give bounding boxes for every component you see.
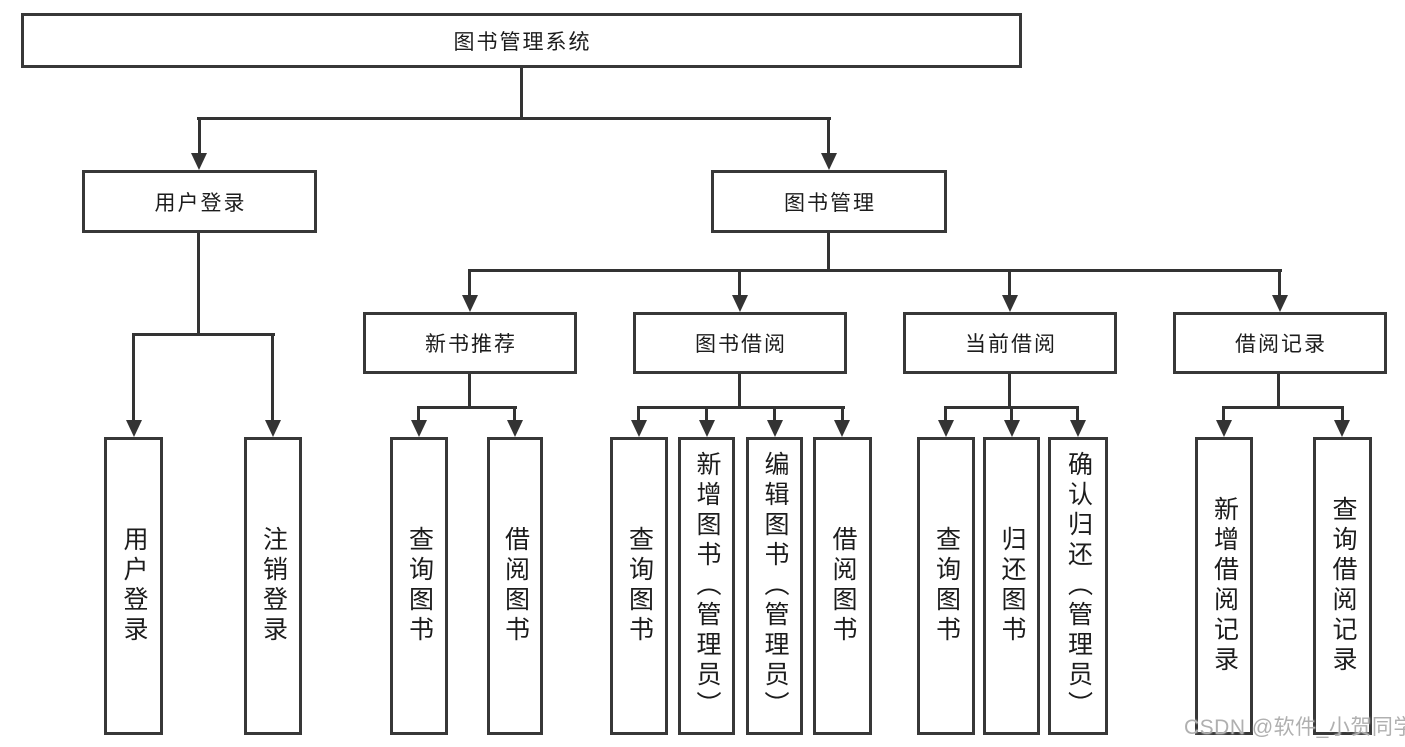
csdn-watermark: CSDN @软件_小贺同学 [1184,716,1405,739]
connector-to-current-borrow [1008,269,1011,297]
connector-br-leaf2 [1341,406,1344,422]
leaf-br-query-record: 查询借阅记录 [1313,437,1372,735]
leaf-cb-return-books: 归还图书 [983,437,1040,735]
connector-to-leaf-user-login [132,333,135,422]
connector-cb-leaf2 [1010,406,1013,422]
connector-root-to-user-login [198,117,201,155]
connector-nbr-trunk [468,374,471,409]
arrowhead [126,420,142,437]
connector-br-trunk [1277,374,1280,409]
leaf-bb-query-books: 查询图书 [610,437,668,735]
connector-bb-trunk [738,374,741,409]
connector-br-leaf1 [1222,406,1225,422]
connector-user-login-spread [132,333,275,336]
arrowhead [834,420,850,437]
leaf-bb-add-books-admin: 新增图书（管理员） [678,437,735,735]
arrowhead [732,295,748,312]
connector-cb-leaf1 [944,406,947,422]
arrowhead [507,420,523,437]
connector-nbr-leaf1 [417,406,420,422]
arrowhead [265,420,281,437]
node-current-borrowing: 当前借阅 [903,312,1117,374]
arrowhead [699,420,715,437]
node-borrowing-records: 借阅记录 [1173,312,1387,374]
connector-cb-leaf3 [1076,406,1079,422]
connector-nbr-leaf2 [513,406,516,422]
leaf-user-login: 用户登录 [104,437,163,735]
connector-bb-leaf4 [841,406,844,422]
connector-bb-leaf2 [705,406,708,422]
arrowhead [462,295,478,312]
arrowhead [938,420,954,437]
connector-root-trunk [520,68,523,120]
leaf-bb-edit-books-admin: 编辑图书（管理员） [746,437,803,735]
arrowhead [821,153,837,170]
leaf-bb-borrow-books: 借阅图书 [813,437,872,735]
connector-book-mgmt-trunk [827,233,830,272]
arrowhead [1272,295,1288,312]
arrowhead [1070,420,1086,437]
leaf-nbr-query-books: 查询图书 [390,437,448,735]
connector-nbr-spread [417,406,517,409]
arrowhead [1002,295,1018,312]
leaf-br-add-record: 新增借阅记录 [1195,437,1253,735]
arrowhead [1216,420,1232,437]
connector-to-new-book-rec [468,269,471,297]
connector-cb-trunk [1008,374,1011,409]
connector-br-spread [1222,406,1344,409]
node-new-book-recommendation: 新书推荐 [363,312,577,374]
connector-root-spread [197,117,831,120]
arrowhead [767,420,783,437]
node-book-borrowing: 图书借阅 [633,312,847,374]
connector-to-leaf-logout [271,333,274,422]
leaf-nbr-borrow-books: 借阅图书 [487,437,543,735]
leaf-logout: 注销登录 [244,437,302,735]
connector-to-borrow-records [1278,269,1281,297]
connector-bb-spread [637,406,845,409]
node-book-management: 图书管理 [711,170,947,233]
connector-to-book-borrow [738,269,741,297]
arrowhead [1334,420,1350,437]
connector-user-login-trunk [197,233,200,335]
arrowhead [191,153,207,170]
node-user-login: 用户登录 [82,170,317,233]
arrowhead [411,420,427,437]
connector-book-mgmt-spread [468,269,1282,272]
arrowhead [1004,420,1020,437]
connector-bb-leaf3 [773,406,776,422]
node-library-management-system: 图书管理系统 [21,13,1022,68]
connector-bb-leaf1 [637,406,640,422]
arrowhead [631,420,647,437]
connector-root-to-book-mgmt [827,117,830,155]
leaf-cb-query-books: 查询图书 [917,437,975,735]
leaf-cb-confirm-return-admin: 确认归还（管理员） [1048,437,1108,735]
